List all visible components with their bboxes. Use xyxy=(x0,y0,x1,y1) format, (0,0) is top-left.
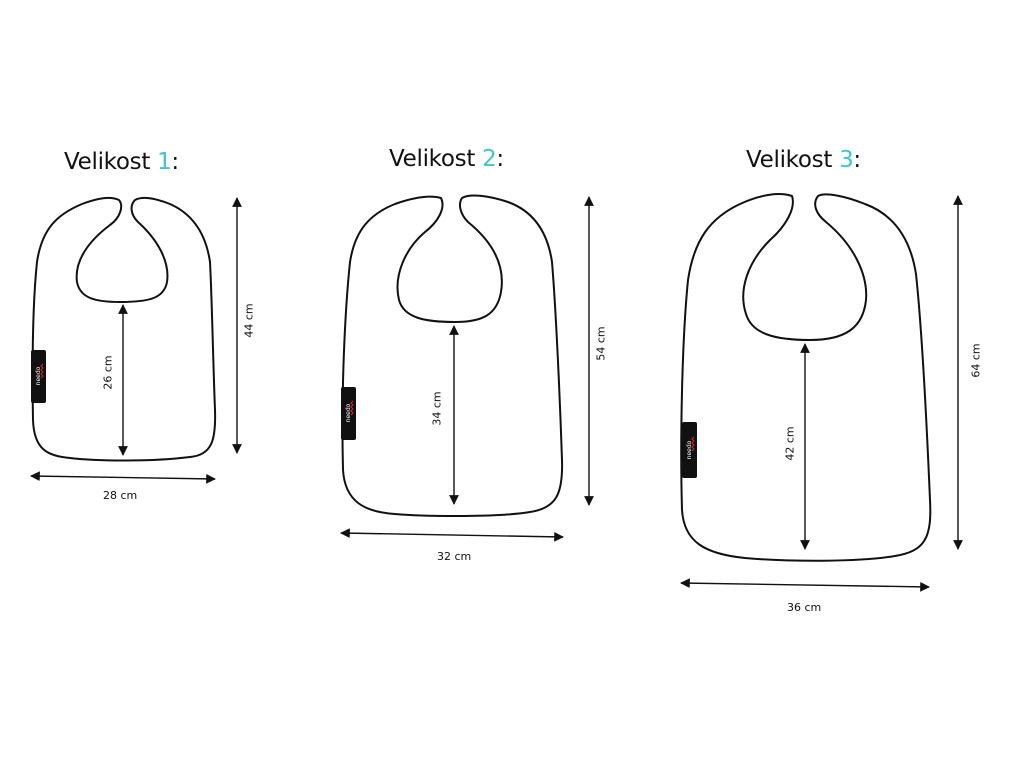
size-2-title-prefix: Velikost xyxy=(389,146,483,172)
bib-size-3: needo xyxy=(680,193,963,592)
size-2-title: Velikost 2: xyxy=(389,146,504,172)
size-3-height-label: 64 cm xyxy=(969,343,983,378)
size-1-inner-label: 26 cm xyxy=(101,355,115,390)
bib-size-2: needo xyxy=(340,194,594,542)
brand-tag-1: needo xyxy=(31,350,46,403)
svg-text:needo: needo xyxy=(345,403,352,422)
width-arrow-2 xyxy=(340,528,564,542)
size-3-width-label: 36 cm xyxy=(787,601,822,614)
size-2-width-label: 32 cm xyxy=(437,550,472,563)
svg-text:needo: needo xyxy=(35,366,42,385)
size-2-inner-label: 34 cm xyxy=(430,391,444,426)
size-3-number: 3 xyxy=(839,147,854,173)
bib-3-outline xyxy=(680,193,932,562)
size-1-title-prefix: Velikost xyxy=(64,149,158,175)
svg-text:needo: needo xyxy=(686,440,693,459)
bib-size-1: needo xyxy=(30,196,242,484)
width-arrow-1 xyxy=(30,471,216,484)
size-2-title-suffix: : xyxy=(496,146,504,172)
size-2-number: 2 xyxy=(482,146,497,172)
size-1-title-suffix: : xyxy=(171,149,179,175)
size-1-number: 1 xyxy=(157,149,172,175)
size-3-title-prefix: Velikost xyxy=(746,147,840,173)
size-2-height-label: 54 cm xyxy=(594,326,608,361)
size-1-title: Velikost 1: xyxy=(64,149,179,175)
size-1-width-label: 28 cm xyxy=(103,489,138,502)
width-arrow-3 xyxy=(680,578,930,592)
brand-tag-2: needo xyxy=(341,387,356,440)
size-3-title-suffix: : xyxy=(853,147,861,173)
brand-tag-3: needo xyxy=(682,422,697,478)
size-3-title: Velikost 3: xyxy=(746,147,861,173)
size-1-height-label: 44 cm xyxy=(242,303,256,338)
bib-2-outline xyxy=(341,194,564,518)
size-3-inner-label: 42 cm xyxy=(783,426,797,461)
bib-1-outline xyxy=(31,196,217,462)
